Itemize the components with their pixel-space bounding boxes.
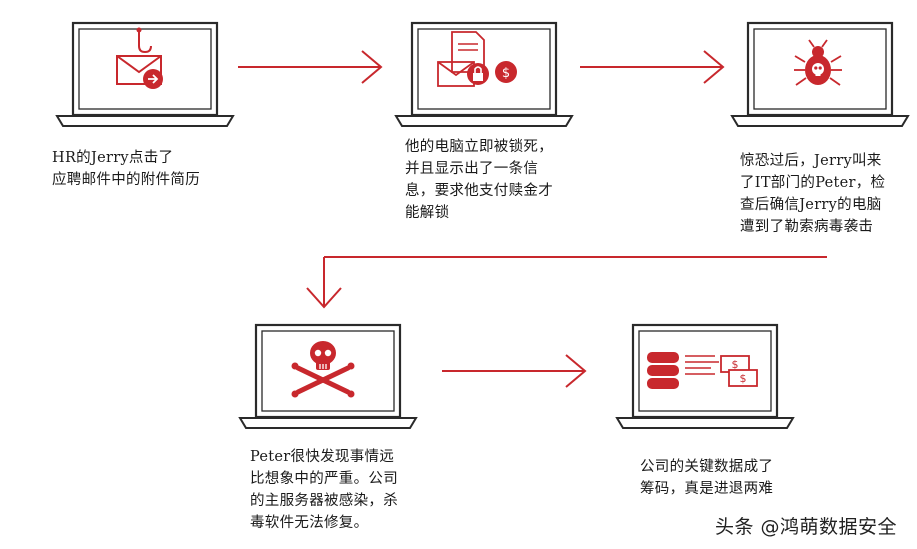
svg-text:$: $ bbox=[740, 372, 747, 385]
phishing-email-icon bbox=[116, 27, 163, 89]
laptop-step-4 bbox=[238, 323, 418, 429]
step-5-caption: 公司的关键数据成了 筹码，真是进退两难 bbox=[640, 459, 774, 497]
laptop-step-3 bbox=[730, 21, 910, 127]
arrow-right-2 bbox=[580, 50, 725, 84]
locked-document-ransom-icon: $ bbox=[437, 31, 517, 87]
step-1-caption: HR的Jerry点击了 应聘邮件中的附件简历 bbox=[52, 150, 200, 188]
laptop-step-5: $ $ bbox=[615, 323, 795, 429]
arrow-right-1 bbox=[238, 50, 383, 84]
step-2-caption: 他的电脑立即被锁死， 并且显示出了一条信 息，要求他支付赎金才 能解锁 bbox=[405, 139, 553, 221]
bug-virus-icon bbox=[794, 39, 842, 86]
step-4-caption: Peter很快发现事情远 比想象中的严重。公司 的主服务器被感染，杀 毒软件无法… bbox=[250, 449, 398, 531]
laptop-step-1 bbox=[55, 21, 235, 127]
svg-text:$: $ bbox=[732, 358, 739, 371]
step-3-caption: 惊恐过后，Jerry叫来 了IT部门的Peter，检 查后确信Jerry的电脑 … bbox=[740, 153, 886, 235]
svg-text:$: $ bbox=[502, 66, 510, 81]
laptop-step-2: $ bbox=[394, 21, 574, 127]
watermark: 头条 @鸿萌数据安全 bbox=[714, 516, 897, 538]
arrow-right-3 bbox=[442, 354, 587, 388]
skull-crossbones-icon bbox=[291, 341, 355, 398]
server-money-icon: $ $ bbox=[647, 352, 758, 389]
arrow-connector-down bbox=[306, 256, 827, 309]
